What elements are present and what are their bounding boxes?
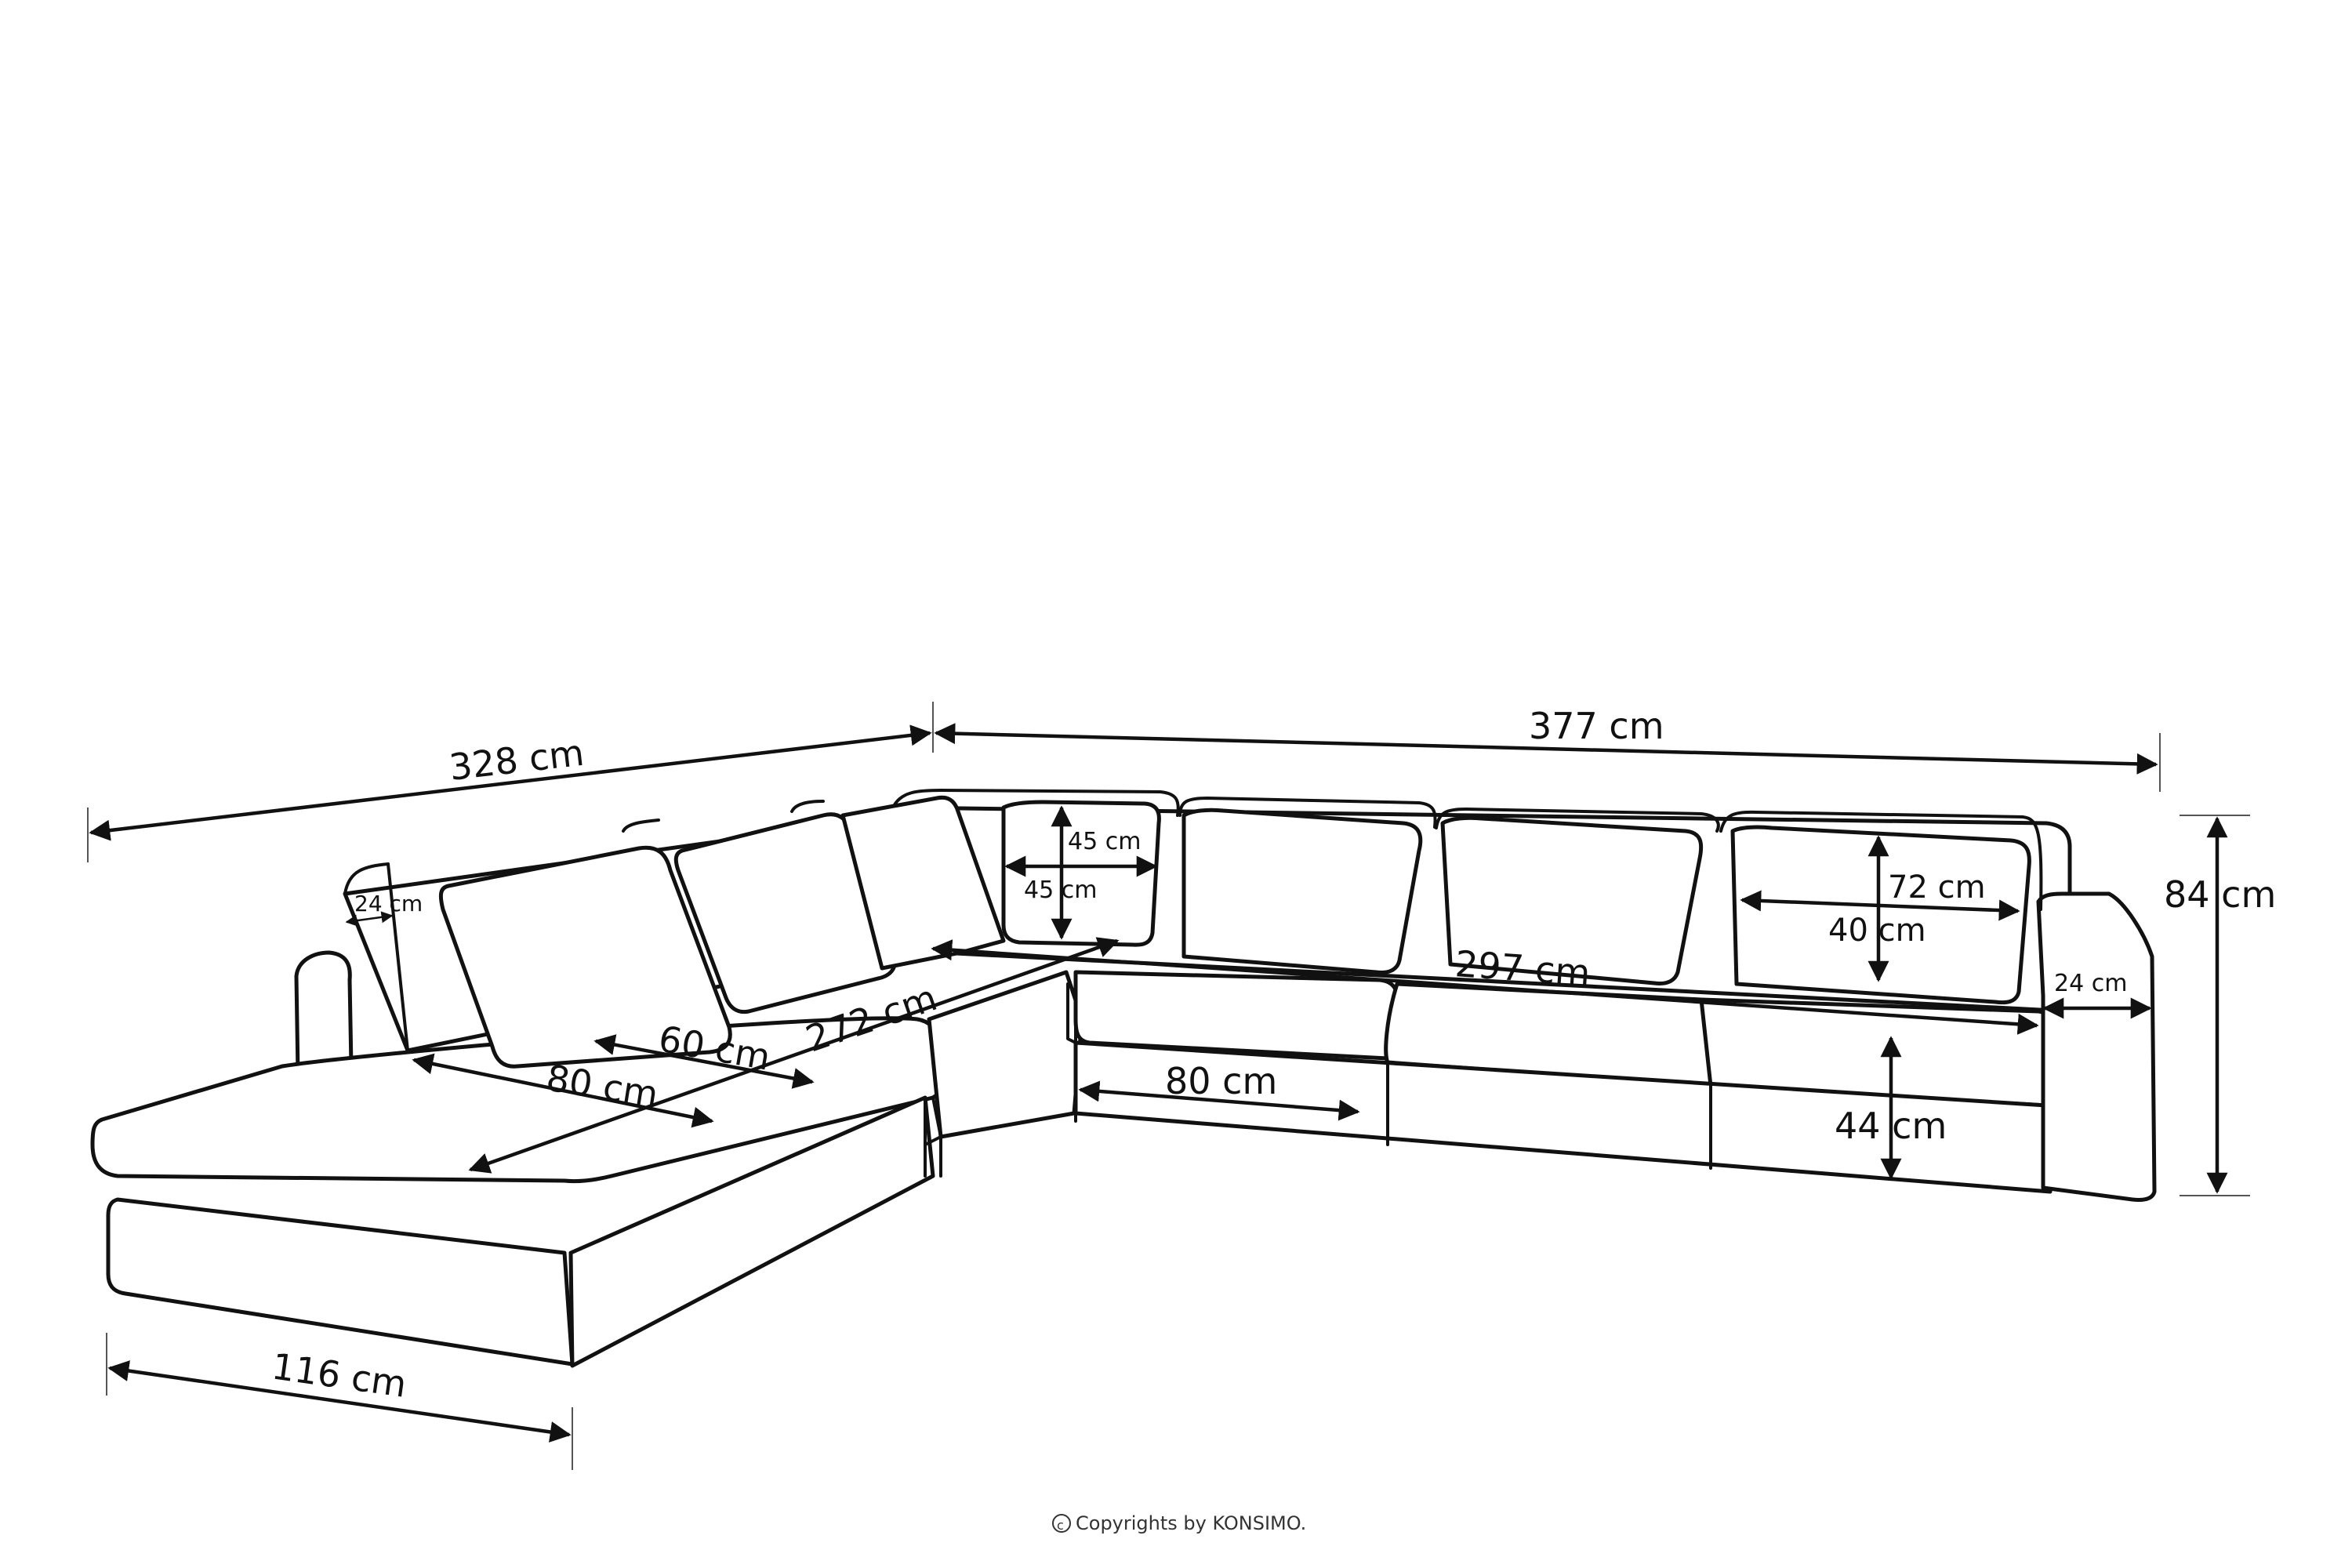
label-72: 72 cm (1888, 869, 1986, 906)
cushion-small (1001, 800, 1161, 947)
corner-seat (927, 970, 1084, 1139)
label-297: 297 cm (1454, 942, 1592, 994)
label-40: 40 cm (1828, 913, 1926, 949)
dim-line-80-left (412, 1053, 714, 1128)
copyright-icon (1052, 1514, 1071, 1533)
copyright-text: Copyrights by KONSIMO. (1076, 1512, 1306, 1534)
dim-line-116 (107, 1360, 572, 1443)
label-80-right: 80 cm (1165, 1060, 1277, 1102)
label-377: 377 cm (1529, 705, 1664, 747)
dim-line-377 (934, 723, 2158, 775)
label-24-right: 24 cm (2054, 970, 2127, 997)
svg-text:c: c (1057, 1518, 1064, 1533)
cushion-right-1 (1181, 808, 1423, 975)
dim-line-328 (89, 724, 932, 841)
label-84: 84 cm (2164, 873, 2276, 916)
label-45-h: 45 cm (1024, 877, 1097, 904)
dimension-lines (87, 702, 2250, 1470)
copyright-footer: c Copyrights by KONSIMO. (1052, 1512, 1306, 1534)
dim-line-297 (931, 939, 2039, 1035)
dim-line-80-right (1078, 1080, 1360, 1121)
chaise-base (106, 1197, 575, 1367)
label-24-left: 24 cm (354, 891, 423, 916)
armrest-right (2036, 891, 2157, 1202)
dimension-labels: 328 cm 377 cm 84 cm 116 cm 272 cm 297 cm… (269, 705, 2276, 1406)
label-44: 44 cm (1835, 1105, 1947, 1147)
dim-line-24-left (345, 911, 394, 927)
dim-line-60 (593, 1034, 815, 1089)
armrest-left (294, 950, 354, 1076)
label-328: 328 cm (447, 731, 586, 789)
label-45-w: 45 cm (1068, 828, 1141, 855)
label-116: 116 cm (269, 1345, 408, 1405)
